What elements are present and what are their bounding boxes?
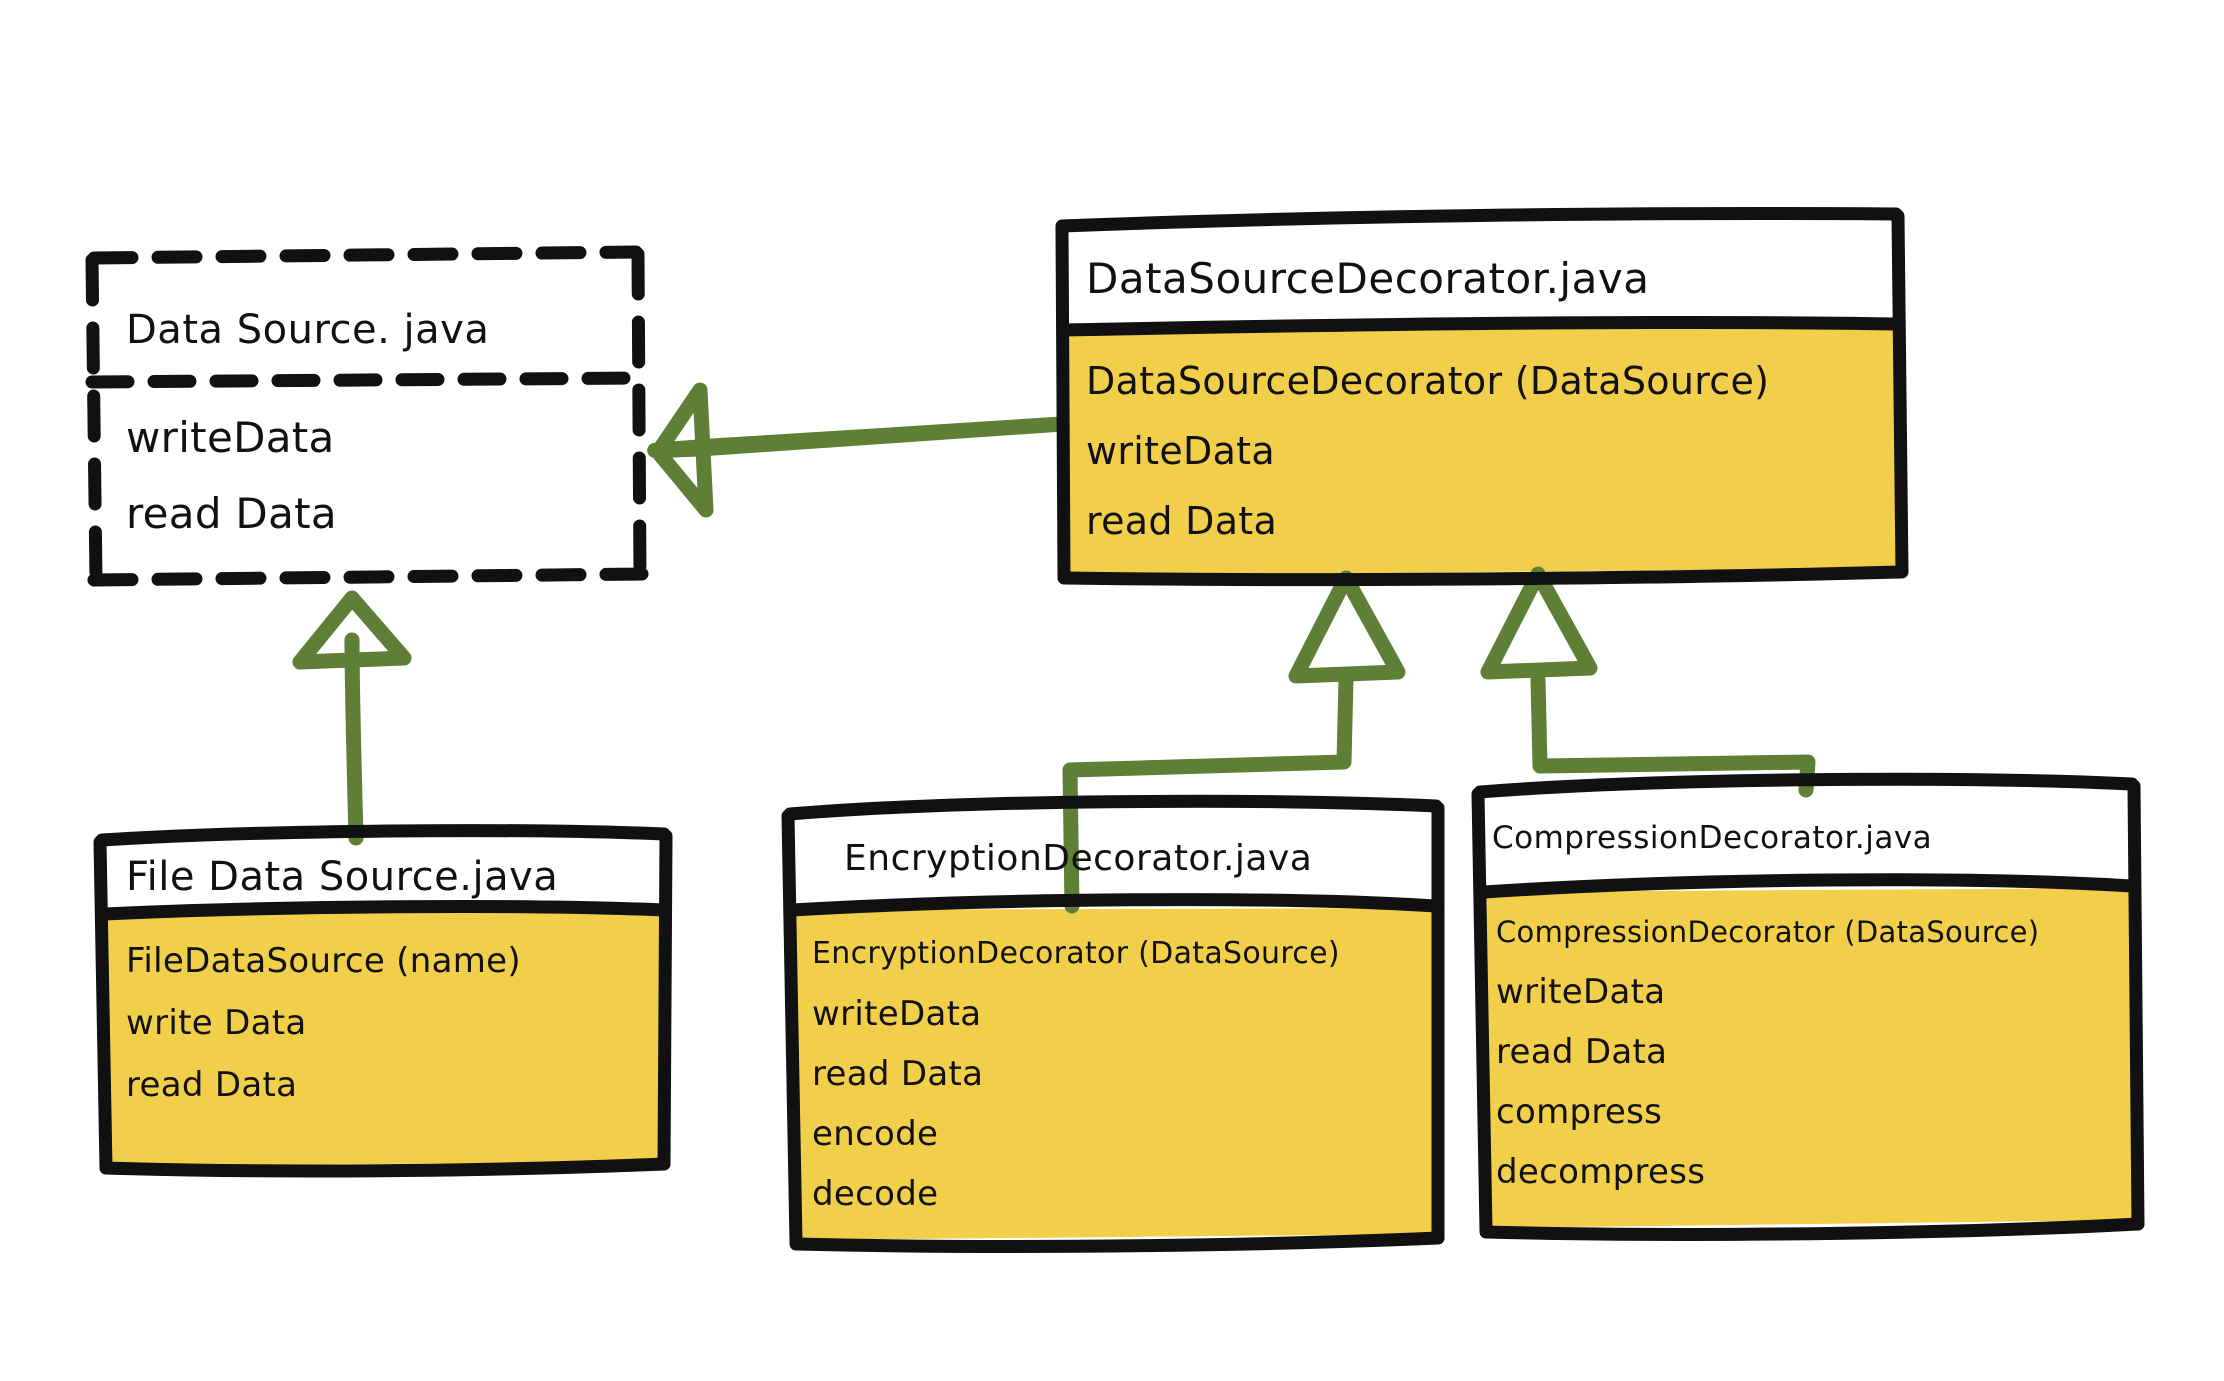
member-constructor: DataSourceDecorator (DataSource): [1086, 359, 1770, 403]
member-read-data: read Data: [812, 1054, 984, 1094]
member-constructor: EncryptionDecorator (DataSource): [812, 936, 1340, 971]
class-box-data-source-decorator[interactable]: DataSourceDecorator.java DataSourceDecor…: [1062, 214, 1902, 578]
class-members-file-data-source: FileDataSource (name) write Data read Da…: [100, 930, 521, 1116]
member-constructor: FileDataSource (name): [126, 941, 521, 981]
member-decode: decode: [812, 1174, 939, 1214]
member-decompress: decompress: [1496, 1152, 1706, 1192]
class-title-data-source: Data Source. java: [126, 307, 490, 353]
class-box-compression-decorator[interactable]: CompressionDecorator.java CompressionDec…: [1478, 784, 2138, 1232]
member-read-data: read Data: [126, 1065, 298, 1105]
member-read-data: read Data: [1086, 499, 1278, 543]
class-title-compression-decorator: CompressionDecorator.java: [1492, 820, 1933, 856]
member-write-data: writeData: [126, 413, 335, 462]
class-box-file-data-source[interactable]: File Data Source.java FileDataSource (na…: [100, 832, 666, 1168]
member-write-data: writeData: [812, 994, 982, 1034]
class-title-file-data-source: File Data Source.java: [126, 854, 559, 900]
member-write-data: writeData: [1086, 429, 1275, 473]
class-title-encryption-decorator: EncryptionDecorator.java: [844, 838, 1313, 879]
class-box-data-source[interactable]: Data Source. java writeData read Data: [92, 252, 642, 582]
class-members-encryption-decorator: EncryptionDecorator (DataSource) writeDa…: [788, 924, 1340, 1224]
class-members-data-source-decorator: DataSourceDecorator (DataSource) writeDa…: [1062, 346, 1769, 556]
member-constructor: CompressionDecorator (DataSource): [1496, 915, 2040, 949]
member-read-data: read Data: [126, 489, 337, 538]
member-read-data: read Data: [1496, 1032, 1668, 1072]
member-write-data: write Data: [126, 1003, 307, 1043]
member-encode: encode: [812, 1114, 939, 1154]
member-compress: compress: [1496, 1092, 1663, 1132]
class-members-data-source: writeData read Data: [92, 400, 337, 552]
class-members-compression-decorator: CompressionDecorator (DataSource) writeD…: [1478, 902, 2039, 1202]
class-title-data-source-decorator: DataSourceDecorator.java: [1086, 254, 1650, 303]
class-box-encryption-decorator[interactable]: EncryptionDecorator.java EncryptionDecor…: [788, 806, 1438, 1244]
member-write-data: writeData: [1496, 972, 1666, 1012]
